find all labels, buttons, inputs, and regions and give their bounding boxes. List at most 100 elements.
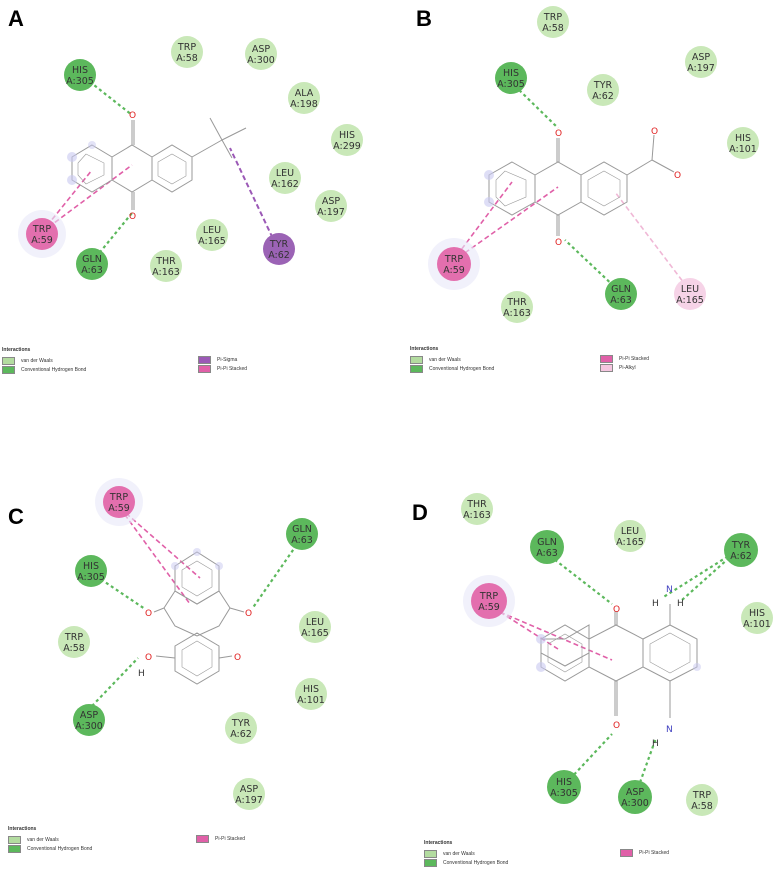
svg-text:A:162: A:162: [271, 179, 299, 190]
oxygen-atom: O: [245, 609, 252, 619]
svg-text:A:165: A:165: [301, 628, 329, 639]
panel-c: C O O O O H TRP A:59: [0, 436, 390, 871]
oxygen-atom: O: [555, 238, 562, 248]
residue-trp58: TRP A:58: [537, 6, 569, 38]
svg-text:A:305: A:305: [66, 76, 94, 87]
hbond-line: [569, 733, 613, 780]
ligand-molecule: [488, 134, 675, 236]
residue-leu165: LEU A:165: [614, 520, 646, 552]
residue-gln63: GLN A:63: [286, 518, 318, 550]
svg-text:HIS: HIS: [735, 133, 751, 144]
hbond-line: [84, 77, 133, 116]
residue-asp197: ASP A:197: [315, 190, 347, 222]
hbond-line: [91, 212, 133, 263]
hydrogen-atom: H: [652, 599, 659, 609]
hbond-line: [636, 737, 658, 789]
svg-text:A:101: A:101: [729, 144, 757, 155]
panel-label: A: [8, 6, 24, 31]
oxygen-atom: O: [234, 653, 241, 663]
svg-text:HIS: HIS: [556, 777, 572, 788]
svg-text:A:300: A:300: [247, 55, 275, 66]
svg-text:A:62: A:62: [730, 551, 752, 562]
residue-thr163: THR A:163: [501, 291, 533, 323]
legend: Interactions van der Waals Conventional …: [2, 347, 248, 374]
svg-text:A:163: A:163: [152, 267, 180, 278]
svg-text:LEU: LEU: [306, 617, 324, 628]
residue-trp59: TRP A:59: [428, 238, 480, 290]
ligand-molecule: [153, 551, 245, 685]
legend: Interactions van der Waals Conventional …: [8, 826, 246, 853]
svg-text:GLN: GLN: [82, 254, 102, 265]
panel-b: B O O O O TRP A:58: [390, 0, 780, 435]
svg-text:A:62: A:62: [592, 91, 614, 102]
svg-text:THR: THR: [155, 256, 176, 267]
oxygen-atom: O: [145, 653, 152, 663]
hydrogen-atom: H: [138, 669, 145, 679]
svg-text:HIS: HIS: [339, 130, 355, 141]
legend: Interactions van der Waals Conventional …: [424, 840, 670, 867]
pialkyl-line: [614, 191, 688, 288]
svg-text:ASP: ASP: [692, 52, 711, 63]
residue-his299: HIS A:299: [331, 124, 363, 156]
svg-text:LEU: LEU: [203, 225, 221, 236]
svg-text:A:63: A:63: [610, 295, 632, 306]
oxygen-atom: O: [613, 721, 620, 731]
svg-text:LEU: LEU: [276, 168, 294, 179]
residue-gln63: GLN A:63: [76, 248, 108, 280]
svg-text:TRP: TRP: [177, 42, 196, 53]
svg-text:A:163: A:163: [503, 308, 531, 319]
pipi-line: [451, 186, 559, 263]
residue-his101: HIS A:101: [295, 678, 327, 710]
residue-tyr62: TYR A:62: [587, 74, 619, 106]
svg-text:A:63: A:63: [291, 535, 313, 546]
panel-a: A O O HIS: [0, 0, 390, 435]
residue-tyr62: TYR A:62: [225, 712, 257, 744]
svg-text:A:62: A:62: [230, 729, 252, 740]
svg-text:TRP: TRP: [479, 591, 498, 602]
svg-text:A:197: A:197: [687, 63, 715, 74]
svg-text:ASP: ASP: [626, 787, 645, 798]
oxygen-atom: O: [555, 129, 562, 139]
svg-text:HIS: HIS: [749, 608, 765, 619]
svg-text:A:59: A:59: [478, 602, 500, 613]
svg-text:HIS: HIS: [72, 65, 88, 76]
svg-text:A:62: A:62: [268, 250, 290, 261]
svg-text:TRP: TRP: [692, 790, 711, 801]
oxygen-atom: O: [145, 609, 152, 619]
oxygen-atom: O: [129, 111, 136, 121]
svg-text:A:58: A:58: [63, 643, 85, 654]
svg-text:A:58: A:58: [542, 23, 564, 34]
svg-text:A:59: A:59: [108, 503, 130, 514]
residue-trp59: TRP A:59: [463, 575, 515, 627]
svg-text:HIS: HIS: [503, 68, 519, 79]
svg-text:A:165: A:165: [616, 537, 644, 548]
hbond-line: [251, 539, 301, 610]
panel-label: D: [412, 500, 428, 525]
svg-text:A:198: A:198: [290, 99, 318, 110]
svg-text:TYR: TYR: [231, 718, 251, 729]
residue-ala198: ALA A:198: [288, 82, 320, 114]
pipi-line: [119, 507, 191, 605]
panel-label: C: [8, 504, 24, 529]
svg-text:A:165: A:165: [676, 295, 704, 306]
hbond-line: [564, 239, 619, 291]
residue-asp300: ASP A:300: [73, 704, 105, 736]
svg-text:TRP: TRP: [109, 492, 128, 503]
residue-tyr62: TYR A:62: [263, 233, 295, 265]
svg-text:TRP: TRP: [444, 254, 463, 265]
svg-text:A:165: A:165: [198, 236, 226, 247]
svg-text:TYR: TYR: [731, 540, 751, 551]
residue-asp300: ASP A:300: [618, 780, 652, 814]
svg-text:GLN: GLN: [611, 284, 631, 295]
svg-text:A:300: A:300: [75, 721, 103, 732]
oxygen-atom: O: [129, 212, 136, 222]
svg-text:A:58: A:58: [176, 53, 198, 64]
pipi-line: [499, 611, 613, 661]
pipi-line: [41, 169, 93, 233]
svg-text:A:63: A:63: [536, 548, 558, 559]
residue-gln63: GLN A:63: [530, 530, 564, 564]
svg-text:TRP: TRP: [32, 224, 51, 235]
svg-text:A:58: A:58: [691, 801, 713, 812]
svg-text:A:101: A:101: [297, 695, 325, 706]
svg-text:GLN: GLN: [292, 524, 312, 535]
